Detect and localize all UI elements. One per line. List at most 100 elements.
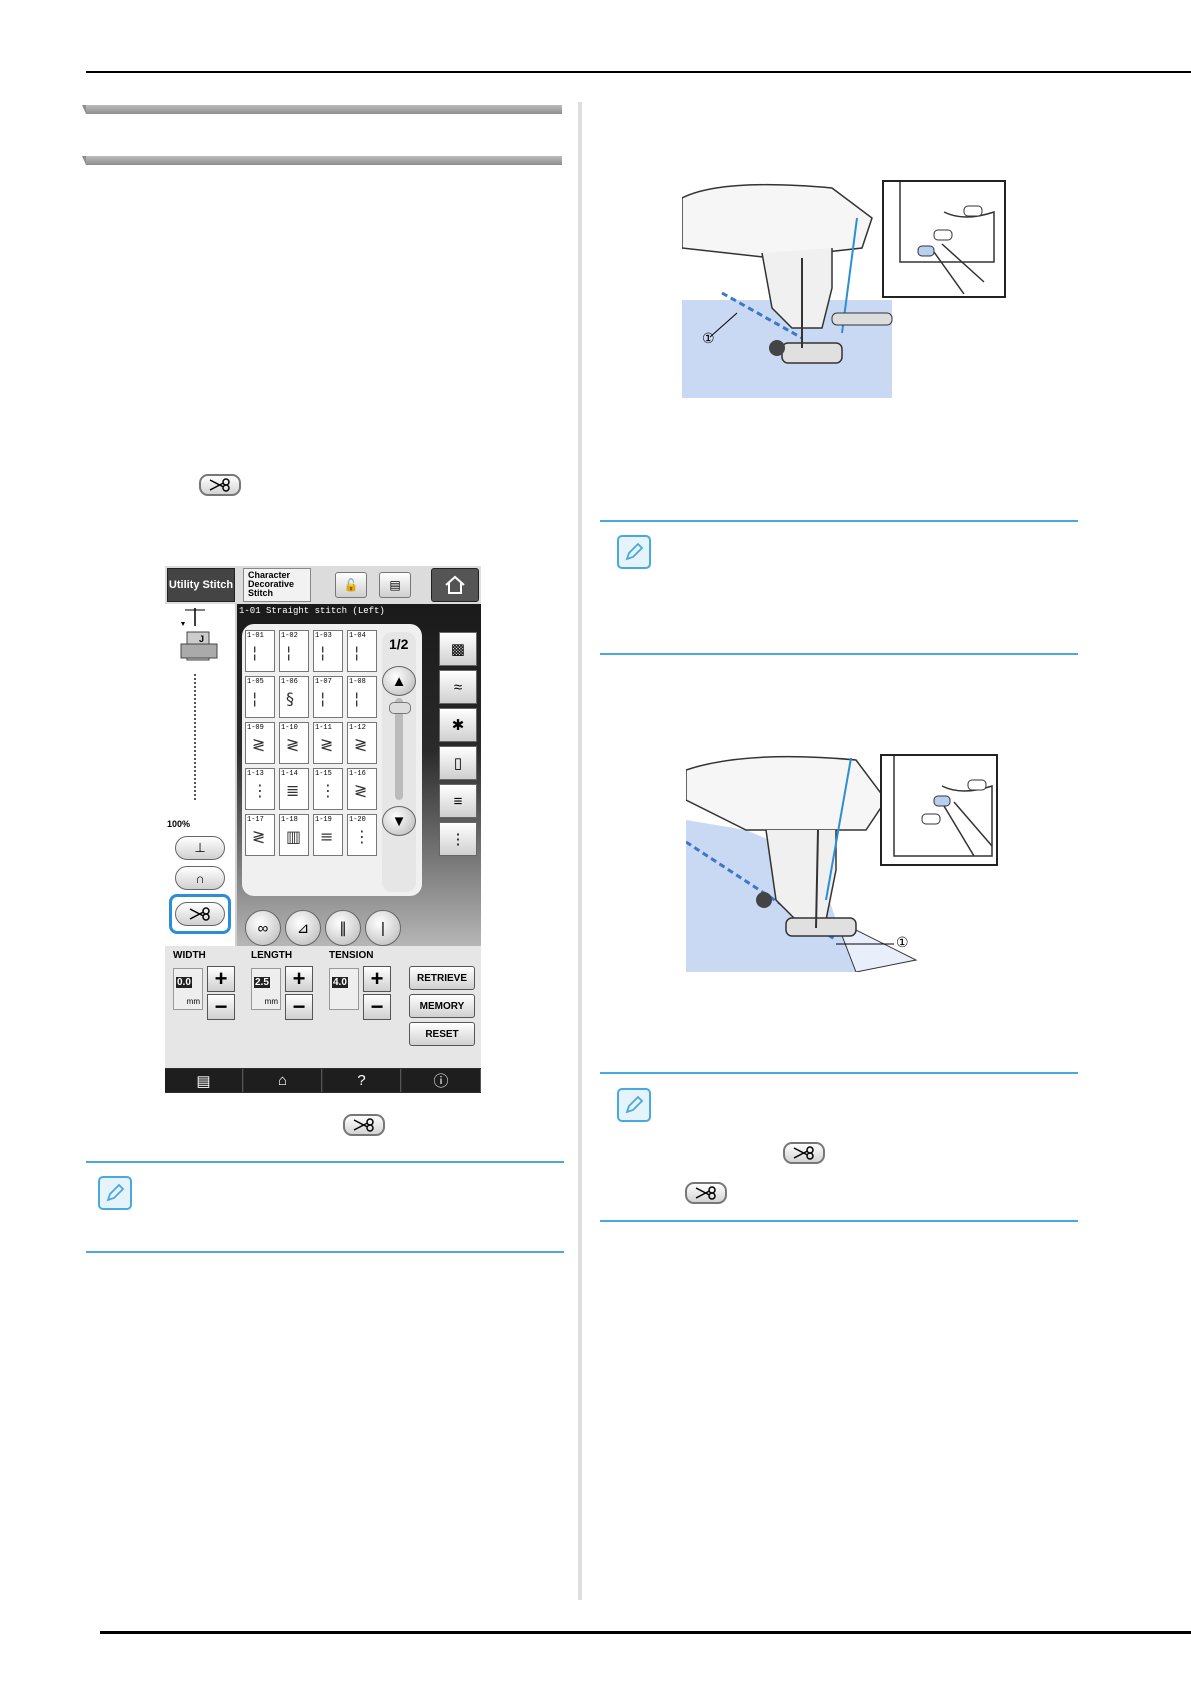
thread-cutter-button[interactable]	[175, 902, 225, 926]
mirror-icon: ⊿	[296, 920, 310, 937]
lock-button[interactable]: 🔓	[335, 572, 367, 598]
sewing-guide-button[interactable]: ⌂	[244, 1069, 322, 1092]
stitch-cell[interactable]: 1-16 ≷	[347, 768, 377, 810]
retrieve-button[interactable]: RETRIEVE	[409, 966, 475, 990]
stitch-code: 1-03	[315, 632, 332, 640]
stitch-code: 1-17	[247, 816, 264, 824]
tapering-icon: ≡	[453, 792, 463, 810]
thread-cutter-caption-button	[343, 1114, 385, 1136]
stitch-pattern-icon: ≷	[252, 827, 265, 846]
stitch-cell[interactable]: 1-12≷	[347, 722, 377, 764]
lcd-top-bar: Utility Stitch Character Decorative Stit…	[165, 566, 481, 604]
scroll-up-button[interactable]: ▲	[382, 666, 416, 696]
stitch-pattern-icon: ¦	[354, 689, 360, 708]
memo-note-left	[86, 1161, 564, 1253]
stitch-code: 1-06	[281, 678, 298, 686]
needle-position-button[interactable]: ⊥	[175, 836, 225, 860]
stitch-cell[interactable]: 1-18▥	[279, 814, 309, 856]
stitch-code: 1-09	[247, 724, 264, 732]
reset-button[interactable]: RESET	[409, 1022, 475, 1046]
help-button[interactable]: ?	[323, 1069, 401, 1092]
stitch-pattern-icon: ¦	[252, 643, 258, 662]
machine-icon: ⌂	[277, 1072, 288, 1089]
stitch-pattern-icon: §	[286, 689, 294, 708]
scissors-icon	[695, 1186, 716, 1200]
stitch-cell[interactable]: 1-09 ≷	[245, 722, 275, 764]
presser-foot-icon: J	[180, 608, 218, 802]
length-label: LENGTH	[251, 950, 293, 961]
width-label: WIDTH	[173, 950, 206, 961]
stitch-pattern-icon: ⋮	[320, 781, 336, 800]
info-button[interactable]: ⓘ	[402, 1069, 481, 1092]
tension-value: 4.0	[332, 977, 348, 988]
stitch-cell[interactable]: 1-13⋮	[245, 768, 275, 810]
category-decorative-button[interactable]: ✱	[439, 708, 477, 742]
stitch-pattern-icon: ≷	[252, 735, 265, 754]
scrollbar-thumb[interactable]	[389, 702, 411, 714]
stitch-cell[interactable]: 1-19≡	[313, 814, 343, 856]
scissors-icon	[353, 1118, 374, 1132]
home-button[interactable]	[431, 568, 479, 602]
callout-1-b: ①	[896, 934, 909, 950]
length-minus-button[interactable]: −	[285, 994, 313, 1020]
stitch-cell[interactable]: 1-11≷	[313, 722, 343, 764]
scrollbar-track[interactable]	[395, 698, 403, 800]
stitch-cell[interactable]: 1-15 ⋮	[313, 768, 343, 810]
width-minus-button[interactable]: −	[207, 994, 235, 1020]
header-rule	[86, 71, 1191, 73]
stitch-pattern-icon: ≷	[354, 781, 367, 800]
category-buttonhole-button[interactable]: ▯	[439, 746, 477, 780]
stitch-cell[interactable]: 1-20⋮	[347, 814, 377, 856]
stitch-cell[interactable]: 1-17 ≷	[245, 814, 275, 856]
width-plus-button[interactable]: +	[207, 966, 235, 992]
memo-note-right-1	[600, 520, 1078, 655]
stitch-pattern-icon: ¦	[252, 689, 258, 708]
stitch-cell[interactable]: 1-14≣	[279, 768, 309, 810]
stitch-code: 1-08	[349, 678, 366, 686]
length-plus-button[interactable]: +	[285, 966, 313, 992]
stitch-code: 1-16	[349, 770, 366, 778]
needle-stop-position-button[interactable]: |	[365, 910, 401, 946]
section-heading-bar-bottom	[82, 156, 562, 165]
stitch-cell[interactable]: 1-07¦	[313, 676, 343, 718]
svg-text:J: J	[199, 634, 204, 644]
tension-plus-button[interactable]: +	[363, 966, 391, 992]
memo-icon	[617, 535, 651, 569]
memory-button[interactable]: MEMORY	[409, 994, 475, 1018]
reverse-stitch-button[interactable]: ∩	[175, 866, 225, 890]
mirror-image-button[interactable]: ⊿	[285, 910, 321, 946]
tension-value-box: 4.0	[329, 968, 359, 1010]
overcast-icon: ≈	[453, 678, 463, 696]
auto-threading-button[interactable]: ∞	[245, 910, 281, 946]
figure-inset-button-b	[880, 754, 998, 866]
stitch-cell[interactable]: 1-10≷	[279, 722, 309, 764]
tab-utility-stitch[interactable]: Utility Stitch	[167, 568, 235, 602]
stitch-cell[interactable]: 1-05 ¦	[245, 676, 275, 718]
category-quilting-button[interactable]: ⋮	[439, 822, 477, 856]
stitch-code: 1-15	[315, 770, 332, 778]
stitch-cell[interactable]: 1-04¦	[347, 630, 377, 672]
stitch-pattern-icon: ≣	[286, 781, 299, 800]
stitch-cell[interactable]: 1-06 §	[279, 676, 309, 718]
tab-character-decorative-stitch[interactable]: Character Decorative Stitch	[243, 568, 311, 602]
stitch-code: 1-13	[247, 770, 264, 778]
stitch-code: 1-20	[349, 816, 366, 824]
memo-note-right-2	[600, 1072, 1078, 1222]
twin-needle-button[interactable]: ∥	[325, 910, 361, 946]
category-tapering-button[interactable]: ≡	[439, 784, 477, 818]
stitch-cell[interactable]: 1-02¦	[279, 630, 309, 672]
stitch-cell[interactable]: 1-03¦	[313, 630, 343, 672]
category-utility-button[interactable]: ▩	[439, 632, 477, 666]
stitch-pattern-icon: ▥	[286, 827, 301, 846]
tension-minus-button[interactable]: −	[363, 994, 391, 1020]
stitch-cell[interactable]: 1-01¦	[245, 630, 275, 672]
category-overcast-button[interactable]: ≈	[439, 670, 477, 704]
settings-screen-button[interactable]: ▤	[379, 572, 411, 598]
stitch-cell[interactable]: 1-08 ¦	[347, 676, 377, 718]
manual-button[interactable]: ▤	[165, 1069, 243, 1092]
thread-cutter-inline-button	[199, 474, 241, 496]
scroll-down-button[interactable]: ▼	[382, 806, 416, 836]
stitch-code: 1-19	[315, 816, 332, 824]
stitch-code: 1-05	[247, 678, 264, 686]
callout-1: ①	[702, 330, 715, 346]
